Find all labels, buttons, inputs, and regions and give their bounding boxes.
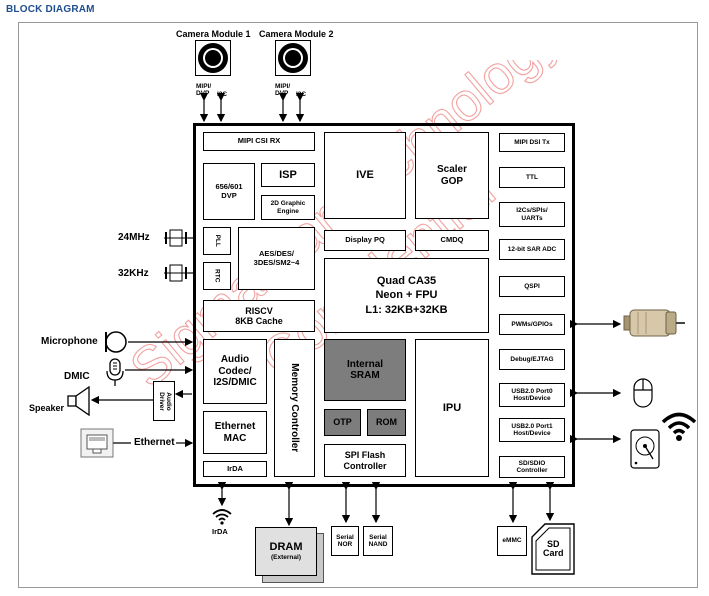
pwm-gpio-block: PWMs/GPIOs — [499, 314, 565, 335]
camera-2-i2c-label: I2C — [296, 91, 307, 98]
camera-module-1-label: Camera Module 1 — [176, 29, 251, 39]
scaler-gop-block: Scaler GOP — [415, 132, 489, 219]
pll-label: PLL — [213, 234, 221, 248]
otp-block: OTP — [324, 409, 361, 436]
rtc-label: RTC — [213, 269, 221, 283]
dmic-icon — [106, 358, 124, 386]
sd-card-icon — [531, 523, 575, 575]
camera-module-2-label: Camera Module 2 — [259, 29, 334, 39]
motor-icon — [623, 309, 685, 337]
irda-block: IrDA — [203, 461, 267, 477]
camera-1-i2c-label: I2C — [217, 91, 228, 98]
ive-block: IVE — [324, 132, 406, 219]
hard-disk-icon — [630, 429, 660, 469]
internal-sram-block: Internal SRAM — [324, 339, 406, 401]
graphic-2d-block: 2D Graphic Engine — [261, 195, 315, 220]
sd-card-label: SD Card — [543, 539, 564, 558]
camera-1-mipi-label: MIPI/ DVP — [196, 83, 212, 97]
isp-block: ISP — [261, 163, 315, 187]
camera-2-mipi-label: MIPI/ DVP — [275, 83, 291, 97]
dram-label: DRAM — [269, 541, 303, 554]
memory-controller-label: Memory Controller — [289, 363, 301, 453]
emmc-block: eMMC — [497, 526, 527, 556]
wifi-icon — [212, 509, 232, 525]
audio-codec-block: Audio Codec/ I2S/DMIC — [203, 339, 267, 404]
microphone-label: Microphone — [41, 336, 98, 347]
dmic-label: DMIC — [64, 371, 90, 382]
display-pq-block: Display PQ — [324, 230, 406, 251]
debug-ejtag-block: Debug/EJTAG — [499, 349, 565, 370]
usb-port0-block: USB2.0 Port0 Host/Device — [499, 383, 565, 407]
audio-driver-block: Audio Driver — [153, 381, 175, 421]
cpu-block: Quad CA35 Neon + FPU L1: 32KB+32KB — [324, 258, 489, 333]
mipi-dsi-tx-block: MIPI DSI Tx — [499, 133, 565, 152]
aes-des-block: AES/DES/ 3DES/SM2~4 — [238, 227, 315, 290]
riscv-block: RISCV 8KB Cache — [203, 300, 315, 332]
dvp-656-block: 656/601 DVP — [203, 163, 255, 220]
serial-nand-block: Serial NAND — [363, 526, 393, 556]
sd-sdio-block: SD/SDIO Controller — [499, 456, 565, 478]
audio-driver-label: Audio Driver — [157, 391, 172, 411]
dram-block: DRAM (External) — [255, 527, 317, 576]
memory-controller-block: Memory Controller — [274, 339, 315, 477]
ethernet-label: Ethernet — [134, 437, 175, 448]
microphone-icon — [105, 331, 127, 353]
ipu-block: IPU — [415, 339, 489, 477]
cmdq-block: CMDQ — [415, 230, 489, 251]
diagram-frame — [18, 22, 698, 588]
wifi-icon — [661, 412, 697, 441]
ethernet-mac-block: Ethernet MAC — [203, 411, 267, 454]
mipi-csi-rx-block: MIPI CSI RX — [203, 132, 315, 151]
speaker-label: Speaker — [29, 403, 65, 413]
crystal-icon — [164, 229, 190, 247]
page-title: BLOCK DIAGRAM — [6, 4, 95, 15]
qspi-block: QSPI — [499, 276, 565, 297]
camera-lens-icon — [275, 40, 311, 76]
ttl-block: TTL — [499, 167, 565, 188]
soc-chip — [193, 123, 575, 487]
speaker-icon — [67, 386, 90, 416]
irda-label: IrDA — [212, 527, 228, 536]
usb-port1-block: USB2.0 Port1 Host/Device — [499, 418, 565, 442]
pll-block: PLL — [203, 227, 231, 255]
crystal-32khz-label: 32KHz — [118, 268, 149, 279]
mouse-icon — [633, 378, 653, 408]
dram-sub-label: (External) — [271, 554, 301, 562]
ethernet-port-icon — [80, 428, 114, 458]
sar-adc-block: 12-bit SAR ADC — [499, 239, 565, 260]
rom-block: ROM — [367, 409, 406, 436]
rtc-block: RTC — [203, 262, 231, 290]
spi-flash-controller-block: SPI Flash Controller — [324, 444, 406, 477]
crystal-icon — [164, 264, 190, 282]
crystal-24mhz-label: 24MHz — [118, 232, 150, 243]
i2c-spi-uart-block: I2Cs/SPIs/ UARTs — [499, 202, 565, 227]
serial-nor-block: Serial NOR — [331, 526, 359, 556]
camera-lens-icon — [195, 40, 231, 76]
